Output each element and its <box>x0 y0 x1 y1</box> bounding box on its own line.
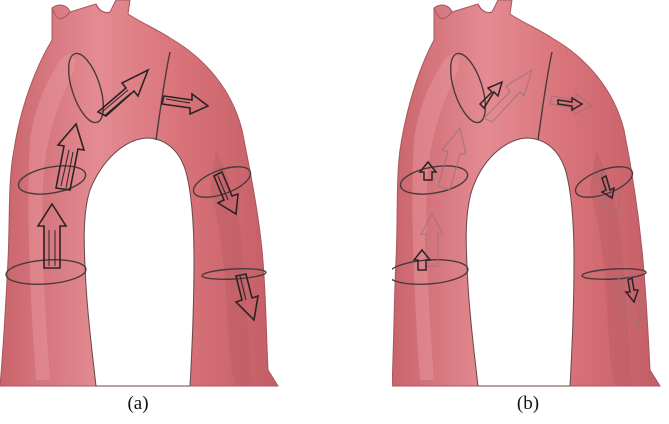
cross-section-ellipse-icon <box>581 268 647 280</box>
cross-section-line <box>155 51 171 141</box>
block-arrow-icon <box>55 122 86 191</box>
aortic-arch-illustration-b <box>392 0 661 387</box>
block-arrow-icon <box>437 126 467 191</box>
block-arrow-icon <box>418 160 438 181</box>
vessel-highlight <box>28 54 76 380</box>
cross-section-ellipse-icon <box>5 259 87 285</box>
block-arrow-icon <box>600 174 616 200</box>
block-arrow-icon <box>212 170 239 216</box>
block-arrow-icon <box>419 212 445 267</box>
block-arrow-icon <box>412 248 432 271</box>
vessel-shadow <box>590 150 632 386</box>
arch-lumen <box>83 137 195 387</box>
arch-lumen <box>465 137 575 387</box>
block-arrow-icon <box>549 92 594 115</box>
vessel-highlight <box>412 54 460 380</box>
block-arrow-icon <box>96 68 150 117</box>
cross-section-line <box>537 51 553 141</box>
aortic-arch-illustration-a <box>0 0 279 387</box>
block-arrow-icon <box>482 68 534 123</box>
block-arrow-icon <box>36 202 68 269</box>
panel-b-label: (b) <box>516 393 540 414</box>
block-arrow-icon <box>617 275 643 328</box>
block-arrow-icon <box>624 276 640 304</box>
block-arrow-icon <box>161 92 210 116</box>
cross-section-ellipse-icon <box>201 268 267 280</box>
cross-section-ellipse-icon <box>67 52 105 124</box>
cross-section-ellipse-icon <box>192 166 252 198</box>
vessel-shadow <box>210 150 252 386</box>
block-arrow-icon <box>234 273 260 322</box>
panel-a-label: (a) <box>127 393 149 414</box>
block-arrow-icon <box>478 80 504 110</box>
panel-b <box>392 0 669 390</box>
cross-section-ellipse-icon <box>17 165 87 195</box>
panel-a <box>0 0 334 390</box>
cross-section-ellipse-icon <box>449 52 487 124</box>
block-arrow-icon <box>557 96 584 112</box>
cross-section-ellipse-icon <box>574 166 634 198</box>
